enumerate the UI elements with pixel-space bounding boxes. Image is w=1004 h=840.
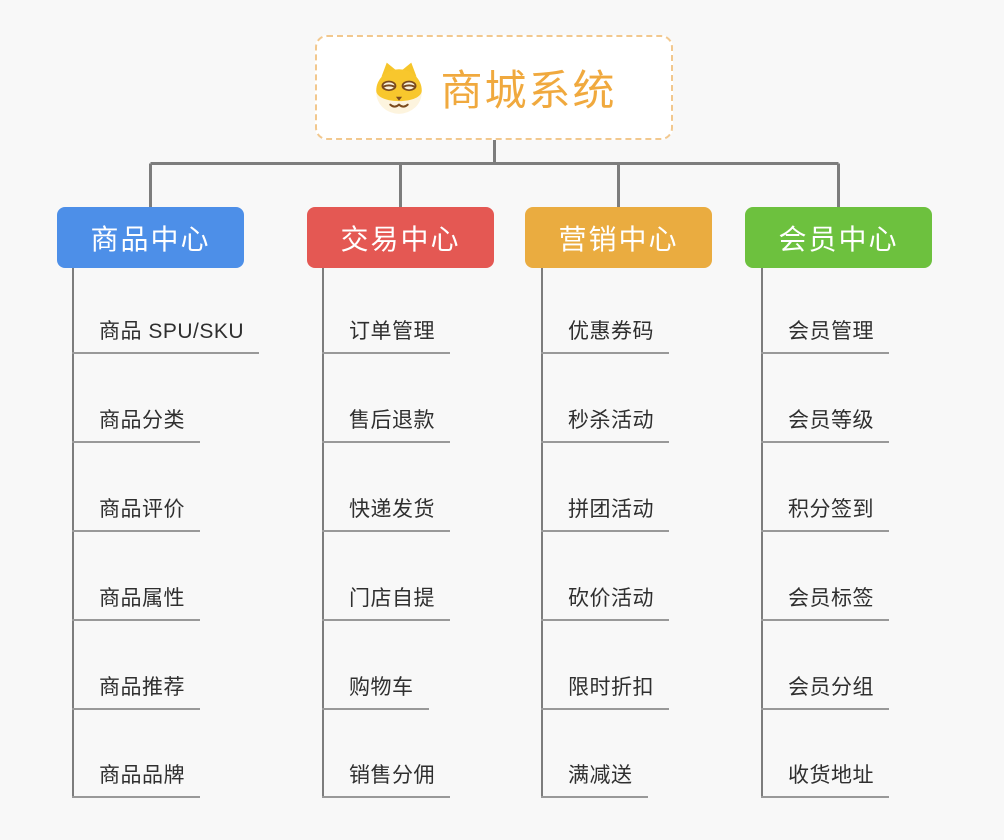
branch-header-marketing-center[interactable]: 营销中心 xyxy=(525,207,712,268)
root-node[interactable]: 商城系统 xyxy=(315,35,673,140)
node-item[interactable]: 销售分佣 xyxy=(322,761,450,798)
node-item[interactable]: 商品品牌 xyxy=(72,761,200,798)
branch-header-product-center[interactable]: 商品中心 xyxy=(57,207,244,268)
node-item[interactable]: 订单管理 xyxy=(322,317,450,354)
node-item[interactable]: 商品评价 xyxy=(72,495,200,532)
node-item[interactable]: 商品属性 xyxy=(72,584,200,621)
node-item[interactable]: 会员分组 xyxy=(761,673,889,710)
doge-icon xyxy=(371,60,427,116)
node-item[interactable]: 会员管理 xyxy=(761,317,889,354)
branch-header-member-center[interactable]: 会员中心 xyxy=(745,207,932,268)
node-item[interactable]: 快递发货 xyxy=(322,495,450,532)
node-item[interactable]: 满减送 xyxy=(541,761,648,798)
node-item[interactable]: 会员标签 xyxy=(761,584,889,621)
node-item[interactable]: 商品推荐 xyxy=(72,673,200,710)
node-item[interactable]: 商品分类 xyxy=(72,406,200,443)
root-title: 商城系统 xyxy=(440,67,617,114)
node-item[interactable]: 拼团活动 xyxy=(541,495,669,532)
node-item[interactable]: 限时折扣 xyxy=(541,673,669,710)
node-item[interactable]: 会员等级 xyxy=(761,406,889,443)
node-item[interactable]: 积分签到 xyxy=(761,495,889,532)
node-item[interactable]: 售后退款 xyxy=(322,406,450,443)
branch-header-trade-center[interactable]: 交易中心 xyxy=(307,207,494,268)
node-item[interactable]: 购物车 xyxy=(322,673,429,710)
node-item[interactable]: 门店自提 xyxy=(322,584,450,621)
node-item[interactable]: 砍价活动 xyxy=(541,584,669,621)
node-item[interactable]: 商品 SPU/SKU xyxy=(72,317,260,354)
node-item[interactable]: 优惠券码 xyxy=(541,317,669,354)
node-item[interactable]: 收货地址 xyxy=(761,761,889,798)
node-item[interactable]: 秒杀活动 xyxy=(541,406,669,443)
